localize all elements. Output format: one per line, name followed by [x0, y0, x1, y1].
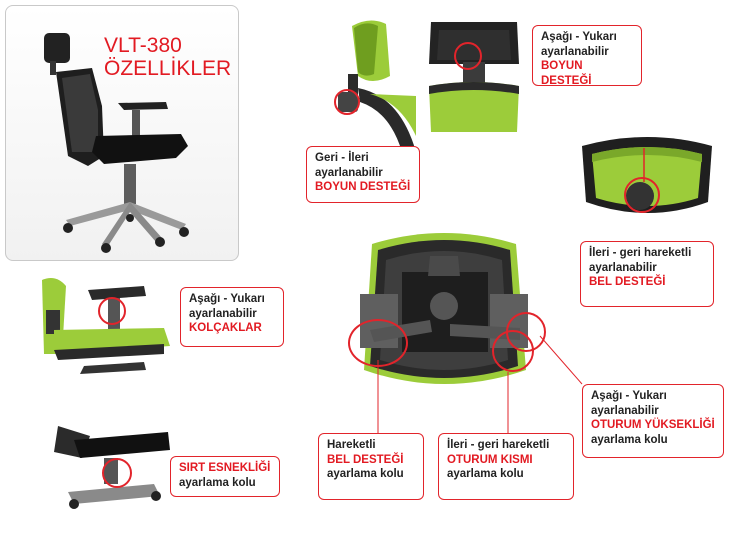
callout-line: ayarlama kolu [447, 468, 524, 480]
callout-back-tension: SIRT ESNEKLİĞİ ayarlama kolu [170, 456, 280, 497]
chair-full-image [44, 33, 189, 253]
callout-line: İleri - geri hareketli [589, 247, 692, 259]
callout-lumbar-lever: Hareketli BEL DESTEĞİ ayarlama kolu [318, 433, 424, 500]
lumbar-knob-highlight [624, 177, 660, 213]
callout-line: ayarlama kolu [591, 433, 668, 446]
callout-line: ayarlanabilir [315, 166, 383, 179]
armrest-image [42, 278, 170, 374]
callout-neck-depth: Geri - İleri ayarlanabilir BOYUN DESTEĞİ [306, 146, 420, 203]
callout-highlight: BOYUN DESTEĞİ [315, 181, 411, 193]
seat-height-highlight [506, 312, 546, 352]
callout-highlight: SIRT ESNEKLİĞİ [179, 462, 271, 474]
callout-line: Aşağı - Yukarı [541, 31, 617, 43]
neck-height-knob-highlight [454, 42, 482, 70]
callout-highlight: BEL DESTEĞİ [327, 453, 404, 466]
callout-line: Aşağı - Yukarı [591, 390, 667, 402]
model-name: VLT-380 [104, 34, 182, 57]
callout-highlight: BEL DESTEĞİ [589, 276, 666, 288]
callout-line: ayarlama kolu [327, 468, 404, 480]
armrest-button-highlight [98, 297, 126, 325]
callout-seat-slide: İleri - geri hareketli OTURUM KISMI ayar… [438, 433, 574, 500]
callout-armrests: Aşağı - Yukarı ayarlanabilir KOLÇAKLAR [180, 287, 284, 347]
callout-line: ayarlanabilir [541, 45, 609, 58]
callout-line: Geri - İleri [315, 152, 369, 164]
callout-line: Aşağı - Yukarı [189, 293, 265, 305]
callout-seat-height: Aşağı - Yukarı ayarlanabilir OTURUM YÜKS… [582, 384, 724, 458]
hero-panel: VLT-380 ÖZELLİKLER [5, 5, 239, 261]
callout-line: ayarlanabilir [589, 261, 657, 274]
product-title: VLT-380 ÖZELLİKLER [104, 34, 231, 80]
neck-depth-knob-highlight [334, 89, 360, 115]
features-heading: ÖZELLİKLER [104, 57, 232, 80]
callout-line: Hareketli [327, 439, 376, 451]
callout-highlight: KOLÇAKLAR [189, 322, 262, 334]
callout-highlight: OTURUM KISMI [447, 453, 533, 466]
callout-highlight: BOYUN DESTEĞİ [541, 60, 592, 87]
callout-highlight: OTURUM YÜKSEKLİĞİ [591, 419, 715, 431]
callout-line: ayarlanabilir [591, 404, 659, 417]
callout-line: ayarlama kolu [179, 476, 256, 489]
headrest-back-image [429, 22, 519, 132]
callout-neck-height: Aşağı - Yukarı ayarlanabilir BOYUN DESTE… [532, 25, 642, 87]
lumbar-support-image [582, 137, 712, 213]
tension-knob-highlight [102, 458, 132, 488]
callout-line: ayarlanabilir [189, 307, 257, 320]
callout-lumbar-depth: İleri - geri hareketli ayarlanabilir BEL… [580, 241, 714, 307]
callout-line: İleri - geri hareketli [447, 439, 550, 451]
